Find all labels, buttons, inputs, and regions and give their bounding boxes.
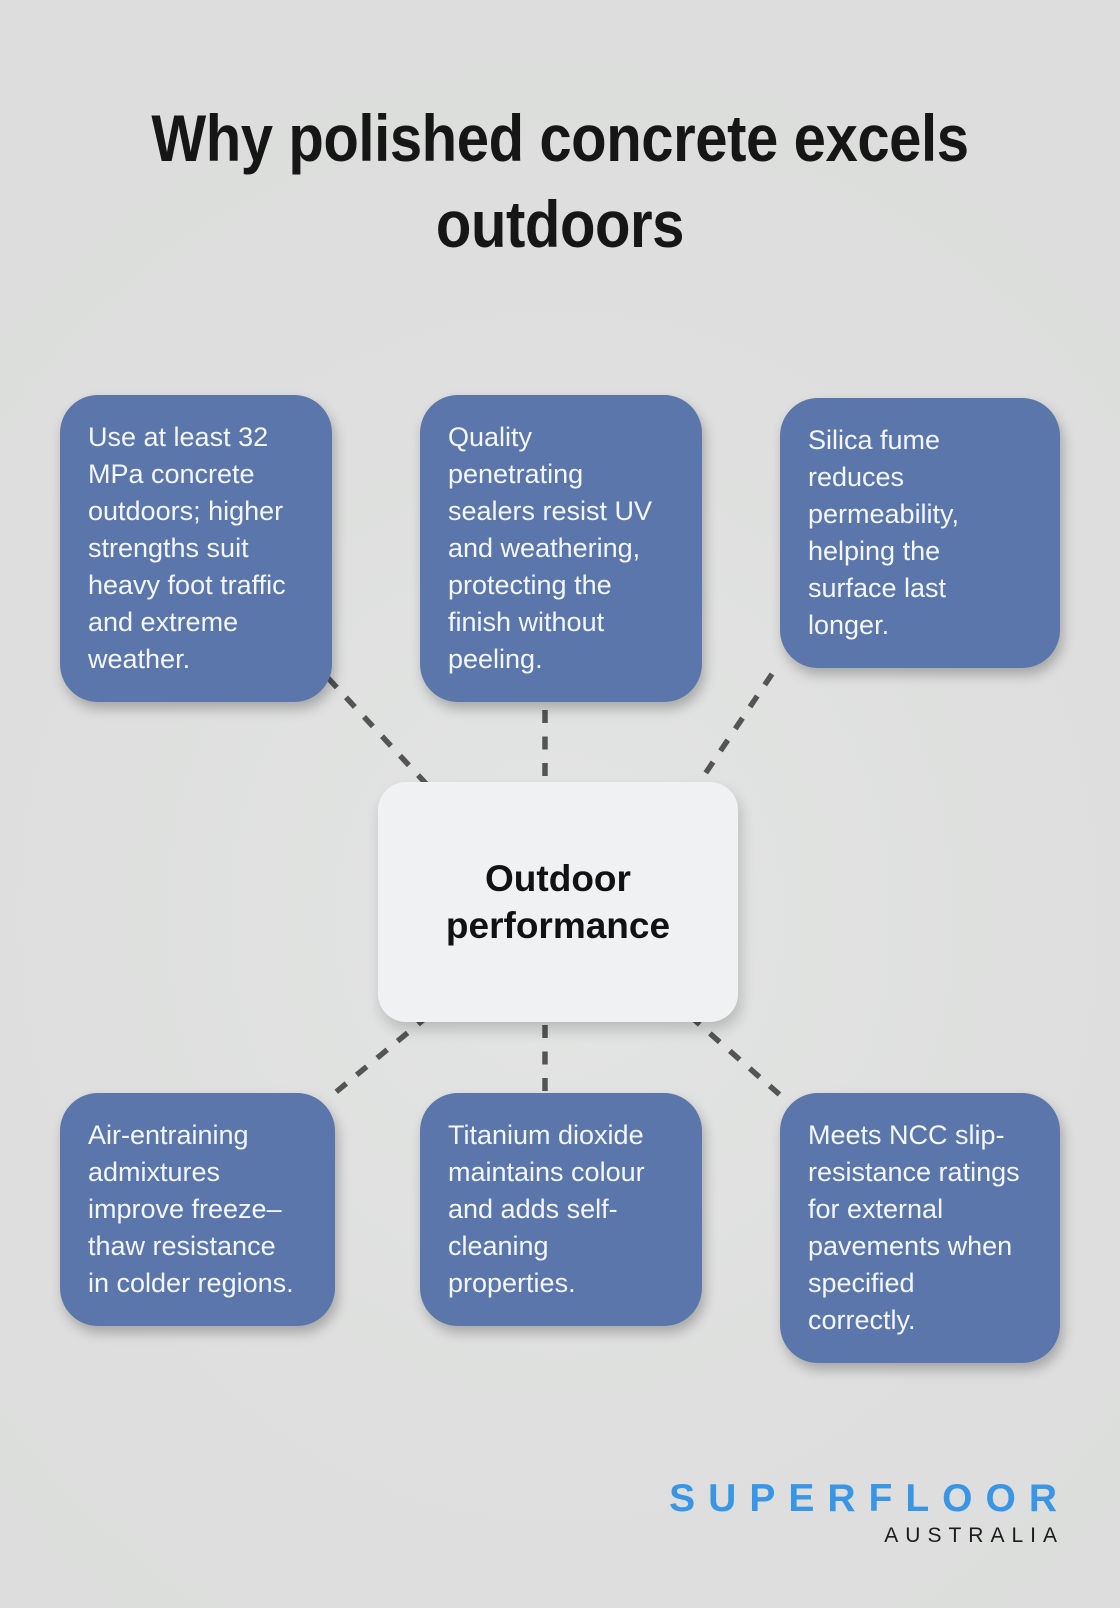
info-node-bottom-right: Meets NCC slip- resistance ratings for e…: [780, 1093, 1060, 1363]
connector-bottom-right: [688, 1013, 790, 1105]
info-node-top-left: Use at least 32 MPa concrete outdoors; h…: [60, 395, 332, 702]
info-node-bottom-left: Air-entraining admixtures improve freeze…: [60, 1093, 335, 1326]
info-node-top-right: Silica fume reduces permeability, helpin…: [780, 398, 1060, 668]
brand-name: SUPERFLOOR: [669, 1477, 1070, 1520]
connector-top-left: [325, 676, 433, 790]
page-title: Why polished concrete excels outdoors: [151, 101, 969, 261]
center-node: Outdoor performance: [378, 782, 738, 1022]
info-node-bottom-middle: Titanium dioxide maintains colour and ad…: [420, 1093, 702, 1326]
brand-logo: SUPERFLOOR AUSTRALIA: [669, 1479, 1057, 1546]
info-node-top-middle: Quality penetrating sealers resist UV an…: [420, 395, 702, 702]
connector-bottom-left: [328, 1013, 430, 1100]
connector-top-right: [694, 672, 775, 788]
brand-country: AUSTRALIA: [884, 1524, 1064, 1547]
